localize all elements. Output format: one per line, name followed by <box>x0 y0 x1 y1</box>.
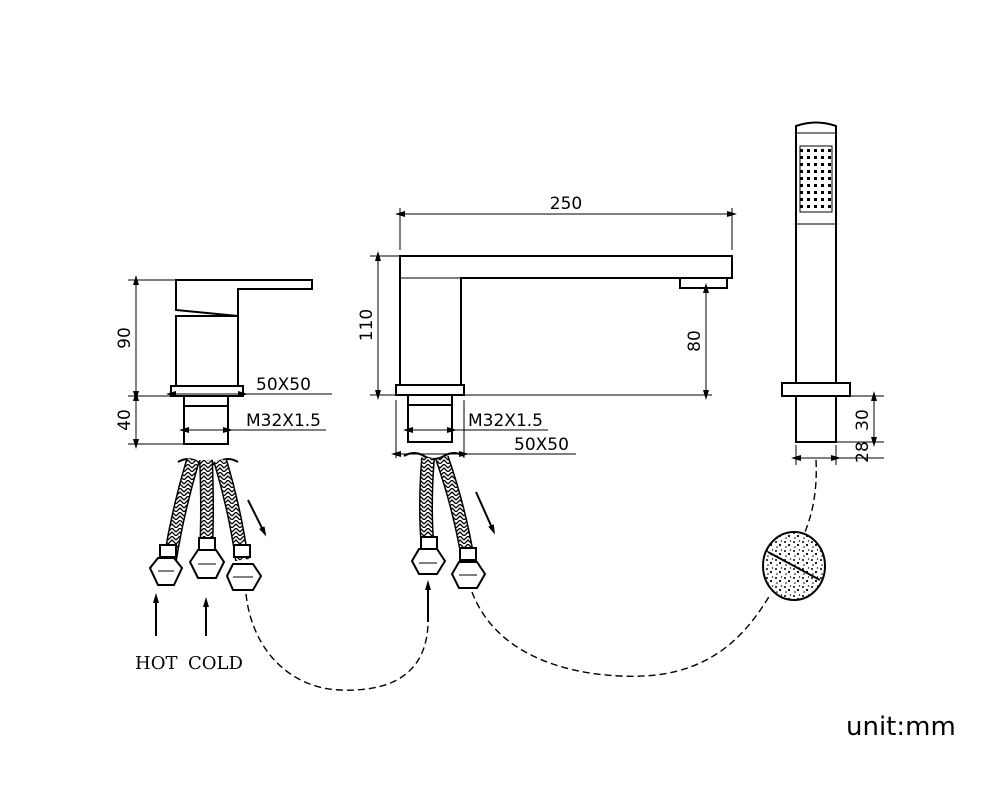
spout-height-dim: 110 <box>357 309 377 341</box>
shower-base <box>795 395 837 443</box>
spout-outlet-height-dim: 80 <box>685 330 705 352</box>
mixer-thread-dim: M32X1.5 <box>246 411 321 431</box>
mixer-plate-dim: 50X50 <box>256 375 311 395</box>
unit-label: unit:mm <box>846 712 956 742</box>
spout-outflow-arrow <box>475 491 496 535</box>
mixer-tap: HOT COLD 90 40 50X50 M32X1.5 <box>115 275 332 674</box>
spout: 250 110 80 M32X1.5 50X50 <box>357 194 737 622</box>
spout-outlet-nut <box>450 547 487 589</box>
shower-holder <box>781 382 851 397</box>
hose-weight-ball <box>762 531 826 601</box>
mixer-nut <box>183 395 229 407</box>
mixer-body <box>175 315 239 387</box>
cold-nut <box>188 537 226 579</box>
spout-outlet <box>679 277 728 289</box>
mixer-height-dim: 90 <box>115 327 135 349</box>
spout-plate <box>395 384 465 396</box>
shower-head-nozzles <box>799 145 833 213</box>
spout-inlet-nut <box>410 536 447 575</box>
shower-base-dim: 30 <box>853 409 873 431</box>
spout-to-shower-hose <box>471 591 771 677</box>
spout-nut <box>407 394 453 406</box>
cold-label: COLD <box>188 653 243 674</box>
spout-plate-dim: 50X50 <box>514 435 569 455</box>
mixer-to-spout-hose <box>245 593 429 691</box>
mixer-lever <box>175 279 313 318</box>
mixer-outflow-arrow <box>247 499 267 537</box>
spout-length-dim: 250 <box>550 194 582 214</box>
hand-shower: 30 28 <box>762 121 884 601</box>
outlet-nut <box>225 544 263 591</box>
mixer-base-dim: 40 <box>115 409 135 431</box>
spout-thread-dim: M32X1.5 <box>468 411 543 431</box>
mixer-thread <box>183 405 229 445</box>
hot-label: HOT <box>135 653 177 674</box>
spout-thread <box>407 404 453 443</box>
shower-diameter-dim: 28 <box>853 441 873 463</box>
spout-body <box>399 255 733 386</box>
hot-nut <box>148 544 184 586</box>
